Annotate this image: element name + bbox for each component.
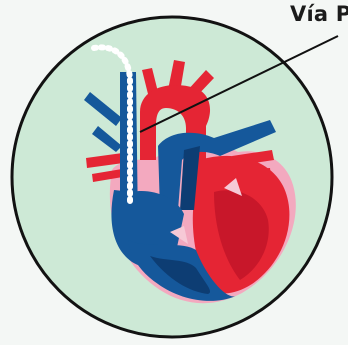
callout-label: Vía P xyxy=(290,2,348,26)
